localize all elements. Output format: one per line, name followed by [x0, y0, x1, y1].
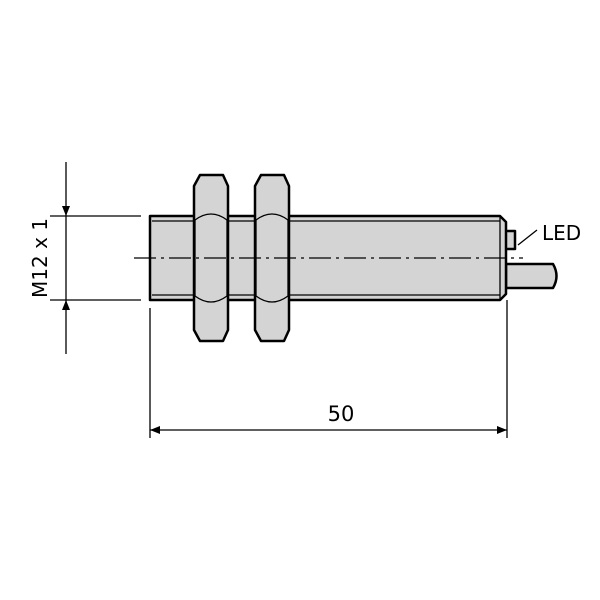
- cable: [504, 262, 558, 290]
- thread-label: M12 x 1: [28, 218, 52, 298]
- length-dimension: [149, 300, 508, 438]
- thread-dimension: [50, 162, 141, 354]
- led-label: LED: [542, 221, 581, 245]
- length-label: 50: [328, 402, 355, 426]
- led-leader-line: [517, 229, 538, 246]
- hex-nut-1: [192, 173, 230, 343]
